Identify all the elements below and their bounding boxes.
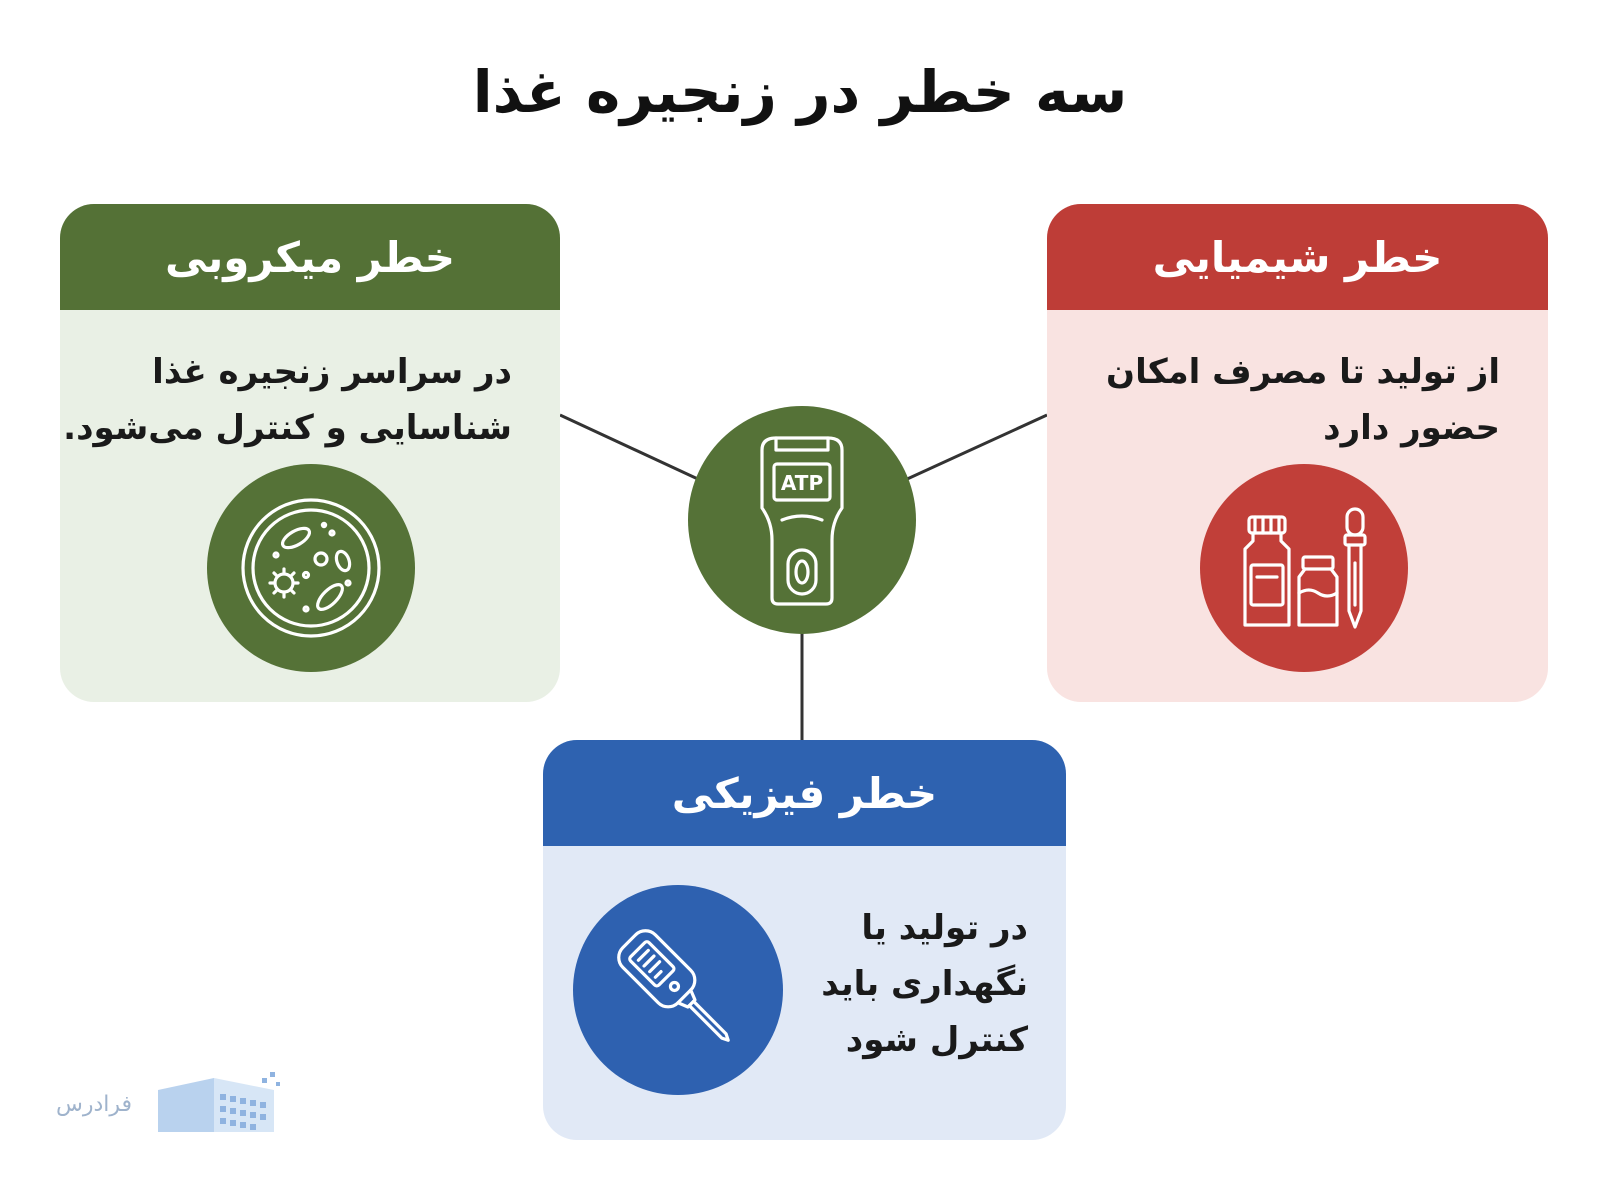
thermometer-probe-icon xyxy=(573,885,783,1095)
atp-meter-hub: ATP xyxy=(688,406,916,634)
microbial-line-2: شناسایی و کنترل می‌شود. xyxy=(63,408,512,448)
chemical-hazard-title: خطر شیمیایی xyxy=(1047,204,1548,310)
faradars-logo: فرادرس xyxy=(56,1070,286,1142)
chemical-line-2: حضور دارد xyxy=(1323,408,1500,448)
physical-line-1: در تولید یا xyxy=(861,908,1028,948)
microbial-hazard-description: در سراسر زنجیره غذا شناسایی و کنترل می‌ش… xyxy=(63,344,512,456)
chemical-hazard-card: خطر شیمیایی از تولید تا مصرف امکان حضور … xyxy=(1047,204,1548,702)
logo-text: فرادرس xyxy=(56,1092,133,1117)
physical-hazard-title: خطر فیزیکی xyxy=(543,740,1066,846)
physical-hazard-description: در تولید یا نگهداری باید کنترل شود xyxy=(821,900,1028,1068)
page-title: سه خطر در زنجیره غذا xyxy=(472,58,1128,126)
chemical-line-1: از تولید تا مصرف امکان xyxy=(1106,352,1500,392)
atp-meter-label: ATP xyxy=(781,471,823,495)
microbial-hazard-card: خطر میکروبی در سراسر زنجیره غذا شناسایی … xyxy=(60,204,560,702)
book-logo-icon xyxy=(158,1072,280,1132)
microbial-hazard-title: خطر میکروبی xyxy=(60,204,560,310)
petri-dish-icon xyxy=(207,464,415,672)
physical-line-2: نگهداری باید xyxy=(821,964,1028,1004)
atp-meter-icon: ATP xyxy=(760,436,844,606)
chemical-bottles-icon xyxy=(1200,464,1408,672)
chemical-hazard-description: از تولید تا مصرف امکان حضور دارد xyxy=(1106,344,1500,456)
physical-line-3: کنترل شود xyxy=(845,1020,1028,1060)
physical-hazard-card: خطر فیزیکی در تولید یا نگهداری باید کنتر… xyxy=(543,740,1066,1140)
microbial-line-1: در سراسر زنجیره غذا xyxy=(152,352,512,392)
